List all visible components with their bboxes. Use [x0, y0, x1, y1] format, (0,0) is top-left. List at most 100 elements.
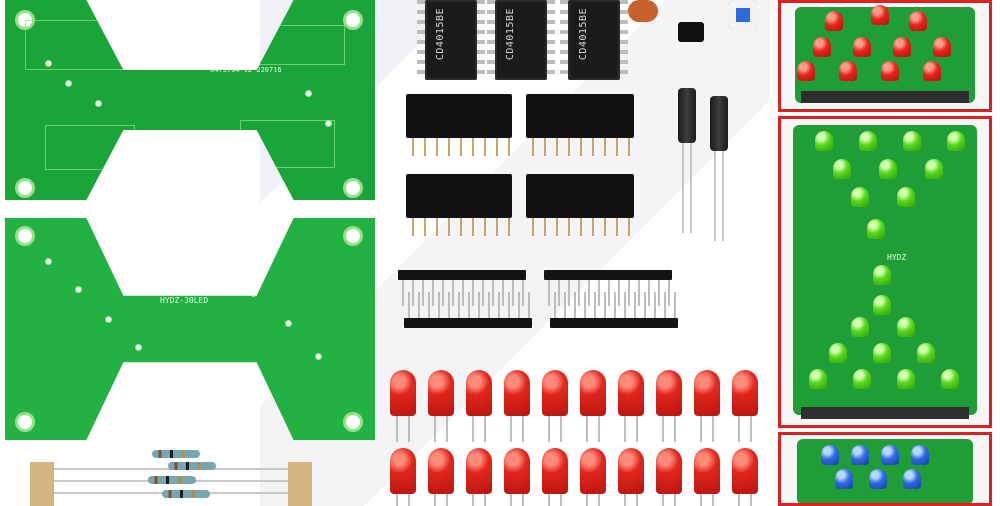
transistor-icon	[678, 22, 704, 42]
pcb-trace	[45, 125, 135, 170]
green-led-icon	[897, 317, 915, 337]
resistor-strip-wood	[288, 462, 312, 506]
red-led-icon	[390, 448, 416, 506]
green-led-icon	[815, 131, 833, 151]
red-led-icon	[390, 370, 416, 442]
red-led-icon	[618, 370, 644, 442]
pin-strip	[544, 270, 672, 306]
green-led-icon	[873, 295, 891, 315]
mount-hole	[15, 226, 35, 246]
red-led-icon	[466, 448, 492, 506]
red-led-icon	[893, 37, 911, 57]
pin-header	[406, 174, 512, 236]
red-led-icon	[656, 448, 682, 506]
red-led-icon	[694, 370, 720, 442]
pcb-label-code: JL-PCBF229	[190, 368, 233, 376]
green-led-icon	[809, 369, 827, 389]
blue-led-icon	[911, 445, 929, 465]
mount-hole	[343, 226, 363, 246]
resistor-strip-wood	[30, 462, 54, 506]
mount-hole	[15, 412, 35, 432]
pcb-hole	[65, 80, 72, 87]
ic-label: CD4015BE	[505, 8, 516, 61]
red-led-icon	[797, 61, 815, 81]
ic-pins	[620, 0, 628, 80]
red-led-icon	[580, 448, 606, 506]
header-pins	[526, 218, 634, 236]
pcb-hole	[45, 60, 52, 67]
green-led-icon	[851, 317, 869, 337]
pcb-hole	[315, 353, 322, 360]
blue-led-icon	[869, 469, 887, 489]
red-led-icon	[839, 61, 857, 81]
preview-panel-blue	[778, 432, 992, 506]
red-led-icon	[428, 370, 454, 442]
red-led-icon	[618, 448, 644, 506]
green-led-icon	[873, 343, 891, 363]
blue-led-icon	[851, 445, 869, 465]
panel-label: HYDZ	[887, 253, 907, 262]
green-led-icon	[897, 369, 915, 389]
blue-led-icon	[903, 469, 921, 489]
pin-header	[526, 174, 634, 236]
header-pins	[406, 218, 512, 236]
ic-pins	[560, 0, 568, 80]
pcb-trace	[235, 25, 345, 65]
ic-chip: CD4015BE	[417, 0, 485, 80]
red-led-icon	[825, 11, 843, 31]
green-led-icon	[851, 187, 869, 207]
panel-connector	[801, 407, 969, 419]
blue-led-icon	[821, 445, 839, 465]
red-led-icon	[923, 61, 941, 81]
red-led-icon	[881, 61, 899, 81]
mount-hole	[343, 178, 363, 198]
green-led-icon	[879, 159, 897, 179]
ic-chip: CD4015BE	[560, 0, 628, 80]
red-led-icon	[694, 448, 720, 506]
green-led-icon	[917, 343, 935, 363]
pcb-trace	[25, 20, 145, 70]
pin-strip	[398, 270, 526, 306]
red-led-icon	[542, 370, 568, 442]
green-led-icon	[829, 343, 847, 363]
ic-chip: CD4015BE	[487, 0, 555, 80]
red-led-icon	[813, 37, 831, 57]
pcb-hole	[95, 100, 102, 107]
pcb-label-main: HY-30 MAIN	[140, 138, 195, 148]
resistor-icon	[152, 450, 200, 458]
red-led-icon	[504, 370, 530, 442]
green-led-icon	[867, 219, 885, 239]
pcb-hole	[285, 320, 292, 327]
green-led-icon	[947, 131, 965, 151]
pin-header	[526, 94, 634, 156]
ic-label: CD4015BE	[435, 8, 446, 61]
capacitor-ceramic-icon	[628, 0, 658, 22]
ic-label: CD4015BE	[578, 8, 589, 61]
red-led-icon	[871, 5, 889, 25]
pcb-hole	[105, 316, 112, 323]
red-led-icon	[732, 370, 758, 442]
blue-led-icon	[881, 445, 899, 465]
pcb-trace	[240, 120, 335, 168]
resistor-icon	[162, 490, 210, 498]
red-led-icon	[909, 11, 927, 31]
pcb-hole	[45, 258, 52, 265]
red-led-icon	[542, 448, 568, 506]
header-pins	[526, 138, 634, 156]
preview-panel-red	[778, 0, 992, 112]
mount-hole	[343, 412, 363, 432]
ic-pins	[417, 0, 425, 80]
green-led-icon	[897, 187, 915, 207]
red-led-icon	[580, 370, 606, 442]
ic-pins	[477, 0, 485, 80]
red-led-icon	[504, 448, 530, 506]
pcb-label-code: 647S764-V2-220716	[210, 66, 282, 74]
pcb-label-board: HYDZ-30LED	[160, 296, 209, 305]
green-led-icon	[941, 369, 959, 389]
resistor-icon	[148, 476, 196, 484]
green-led-icon	[853, 369, 871, 389]
green-led-icon	[925, 159, 943, 179]
potentiometer-icon	[728, 0, 758, 30]
red-led-icon	[656, 370, 682, 442]
pcb-board-bottom: HYDZ-30LED JL-PCBF229	[5, 218, 375, 440]
